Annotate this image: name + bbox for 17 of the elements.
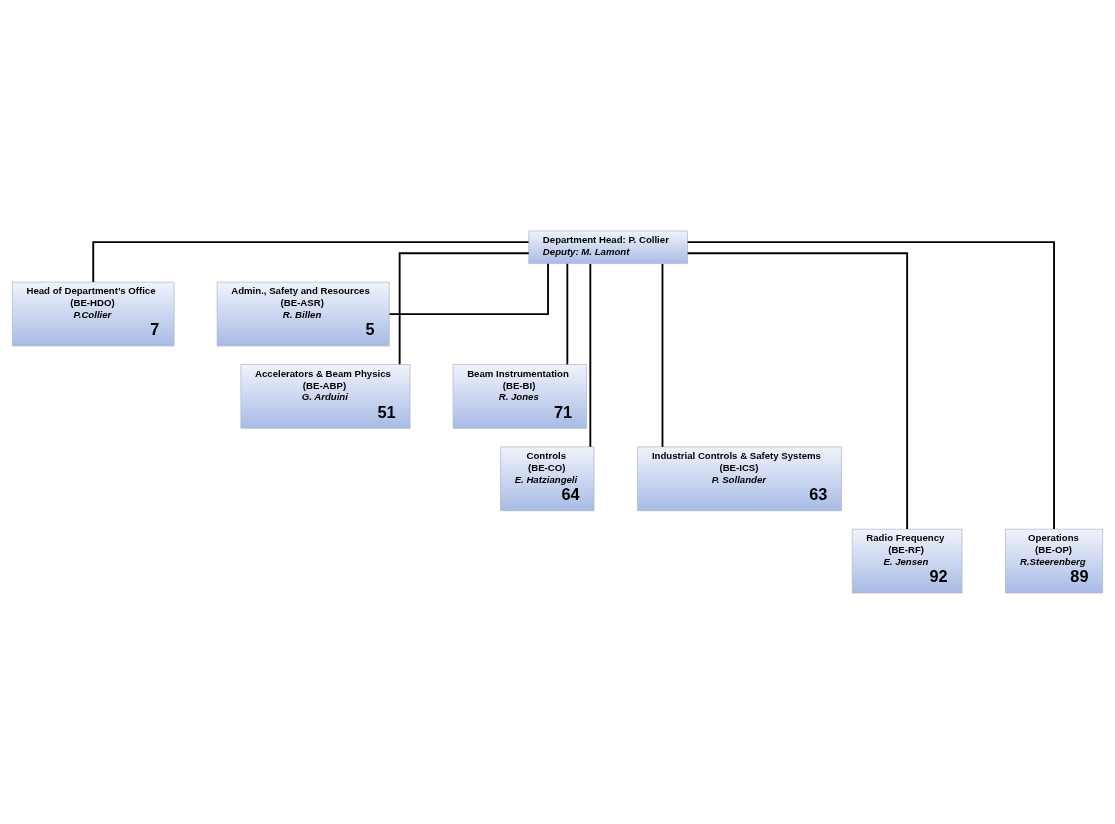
node-box: Operations (BE-OP) R.Steerenberg 89 — [1005, 528, 1103, 594]
connector — [388, 262, 549, 315]
connector — [686, 252, 909, 530]
connector — [566, 262, 569, 366]
connector — [398, 252, 530, 366]
node-box: Accelerators & Beam Physics (BE-ABP) G. Arduini 51 — [240, 364, 411, 429]
connector — [92, 241, 530, 283]
connector — [589, 263, 592, 448]
node-box: Admin., Safety and Resources (BE-ASR) R. Billen 5 — [216, 281, 390, 347]
node-box: Radio Frequency (BE-RF) E. Jensen 92 — [851, 528, 963, 594]
node-box: Department Head: P. Collier Deputy: M. Lamont — [528, 230, 688, 264]
connector — [686, 241, 1055, 530]
node-box: Beam Instrumentation (BE-BI) R. Jones 71 — [452, 364, 587, 429]
node-box: Head of Department’s Office (BE-HDO) P.Collier 7 — [12, 281, 175, 347]
node-box: Controls (BE-CO) E. Hatziangeli 64 — [500, 446, 595, 512]
node-box: Industrial Controls & Safety Systems (BE-ICS) P. Sollander 63 — [637, 446, 842, 512]
connector — [661, 263, 664, 448]
